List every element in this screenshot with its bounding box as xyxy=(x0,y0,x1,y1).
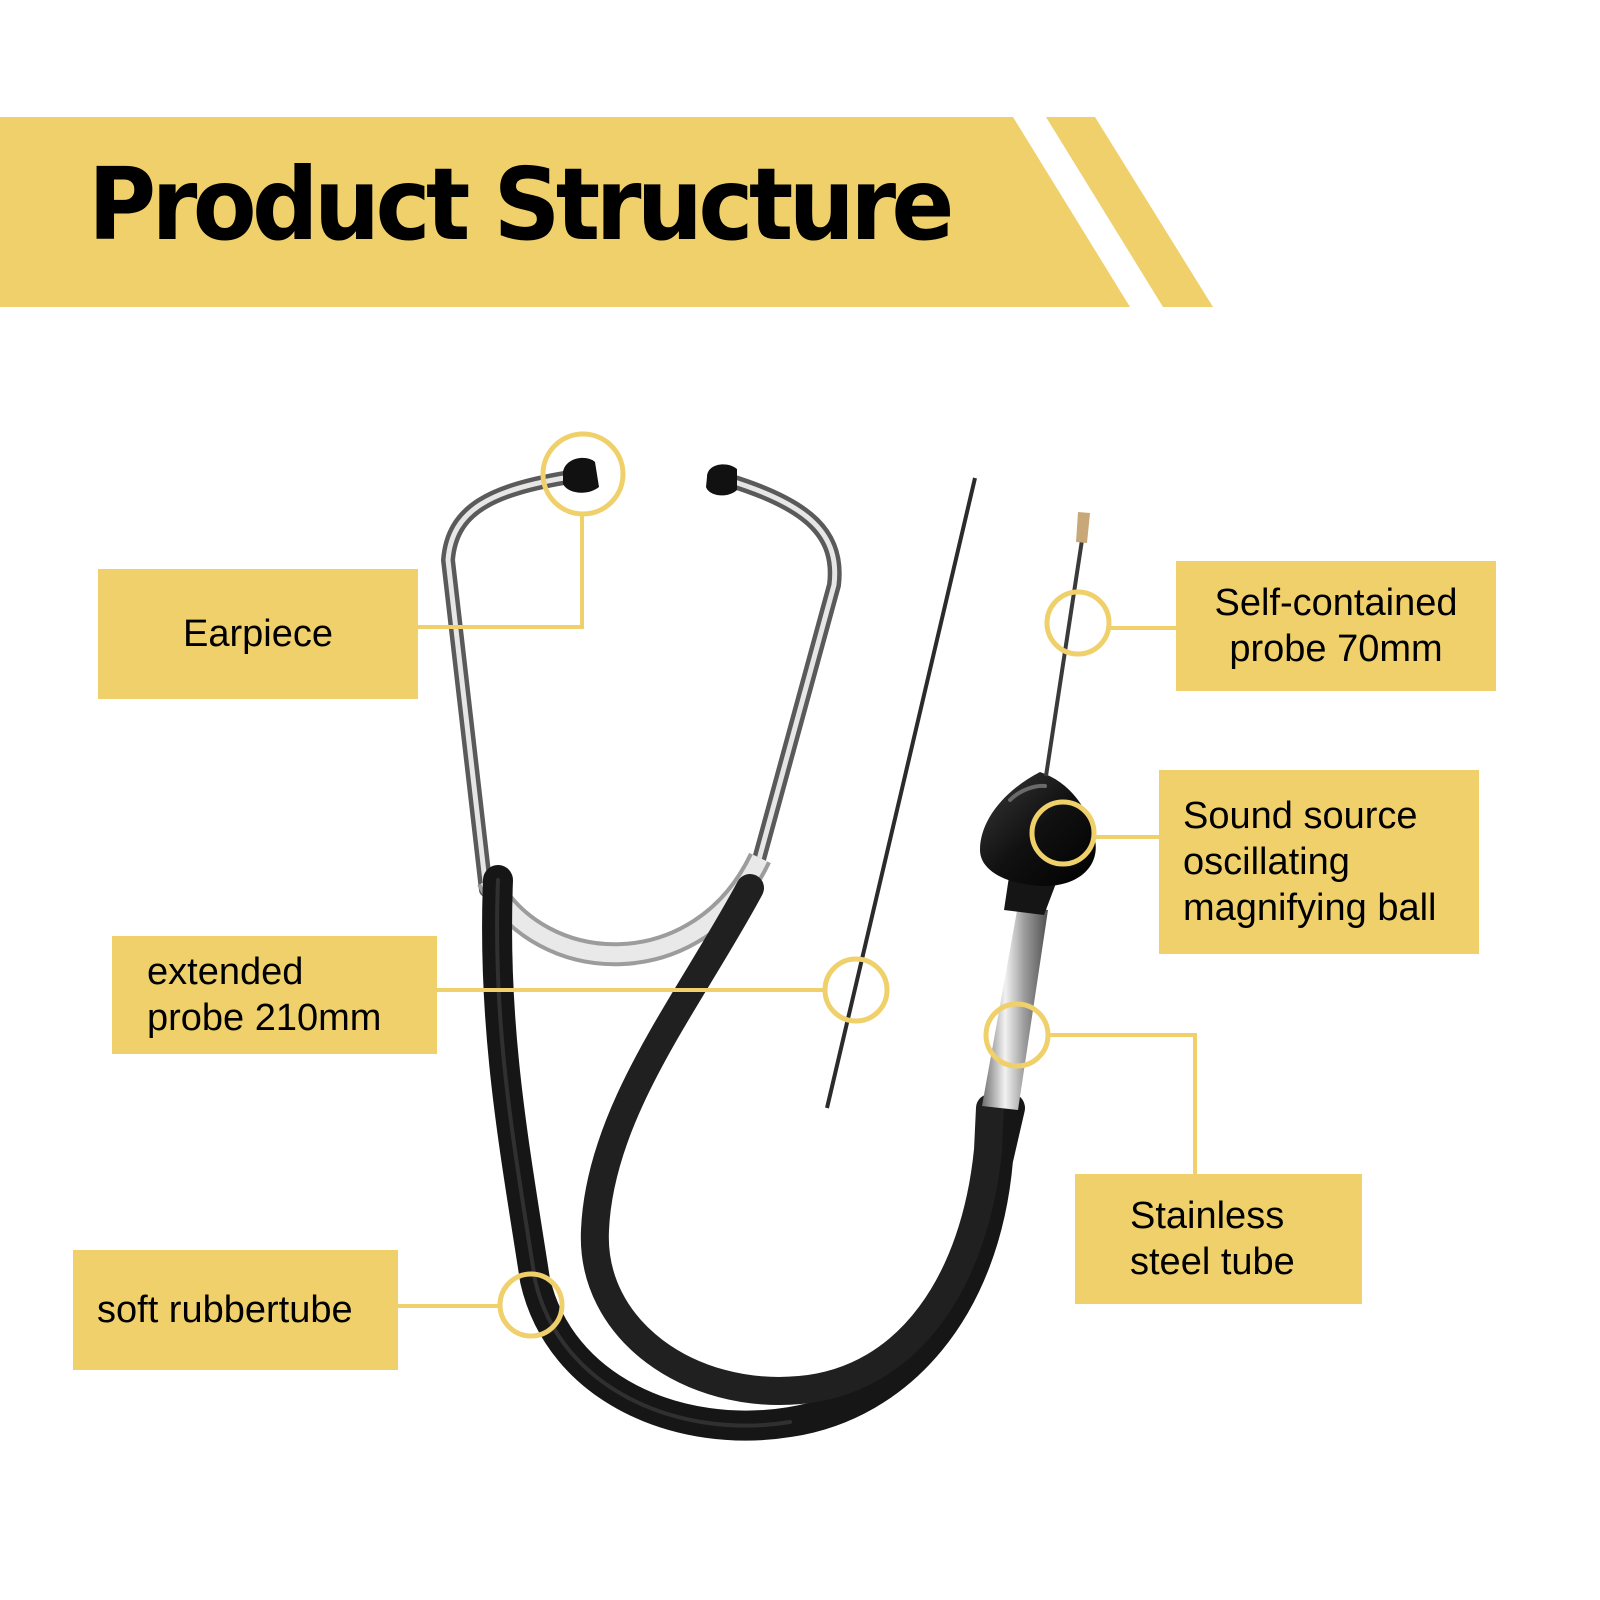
label-sound-source-text: Sound source oscillating magnifying ball xyxy=(1183,795,1437,929)
label-stainless-steel-tube: Stainless steel tube xyxy=(1075,1174,1362,1304)
rubber-tubing xyxy=(482,865,1025,1441)
rubber-tube-marker xyxy=(497,1271,565,1339)
callout-lines xyxy=(398,515,1197,1308)
label-extended-probe: extended probe 210mm xyxy=(112,936,437,1054)
banner-band xyxy=(0,117,1130,307)
label-self-contained-probe-text: Self-contained probe 70mm xyxy=(1214,582,1458,670)
stainless-steel-tube xyxy=(982,905,1048,1110)
sound-source-marker xyxy=(1029,799,1097,867)
self-contained-probe-rod xyxy=(1044,539,1084,777)
extended-probe-marker xyxy=(822,956,890,1024)
extended-probe-rod xyxy=(825,477,977,1109)
title-banner xyxy=(0,117,1213,307)
rubber-tube-left xyxy=(482,865,1025,1441)
right-earpiece-tip xyxy=(706,464,737,496)
label-earpiece-text: Earpiece xyxy=(183,613,333,655)
page-title: Product Structure xyxy=(88,146,954,263)
earpiece-connector xyxy=(418,515,584,629)
magnifying-ball xyxy=(980,772,1096,886)
label-earpiece: Earpiece xyxy=(98,569,418,699)
earpiece-marker xyxy=(540,431,626,517)
steel-tube-connector xyxy=(1048,1033,1197,1174)
label-sound-source: Sound source oscillating magnifying ball xyxy=(1159,770,1479,954)
self-probe-marker xyxy=(1044,589,1112,657)
left-earpiece-tip xyxy=(563,457,599,493)
left-ear-tube xyxy=(440,470,577,897)
label-extended-probe-text: extended probe 210mm xyxy=(147,951,382,1039)
label-rubber-tube: soft rubbertube xyxy=(73,1250,398,1370)
probe-tip xyxy=(1076,512,1090,543)
label-stainless-steel-tube-text: Stainless steel tube xyxy=(1130,1195,1295,1283)
right-ear-tube xyxy=(721,473,842,892)
banner-stripe xyxy=(1046,117,1213,307)
label-self-contained-probe: Self-contained probe 70mm xyxy=(1176,561,1496,691)
rubber-tube-right xyxy=(580,874,1004,1405)
callout-circles xyxy=(497,431,1112,1339)
steel-tube-marker xyxy=(983,1001,1051,1069)
label-rubber-tube-text: soft rubbertube xyxy=(97,1289,353,1331)
